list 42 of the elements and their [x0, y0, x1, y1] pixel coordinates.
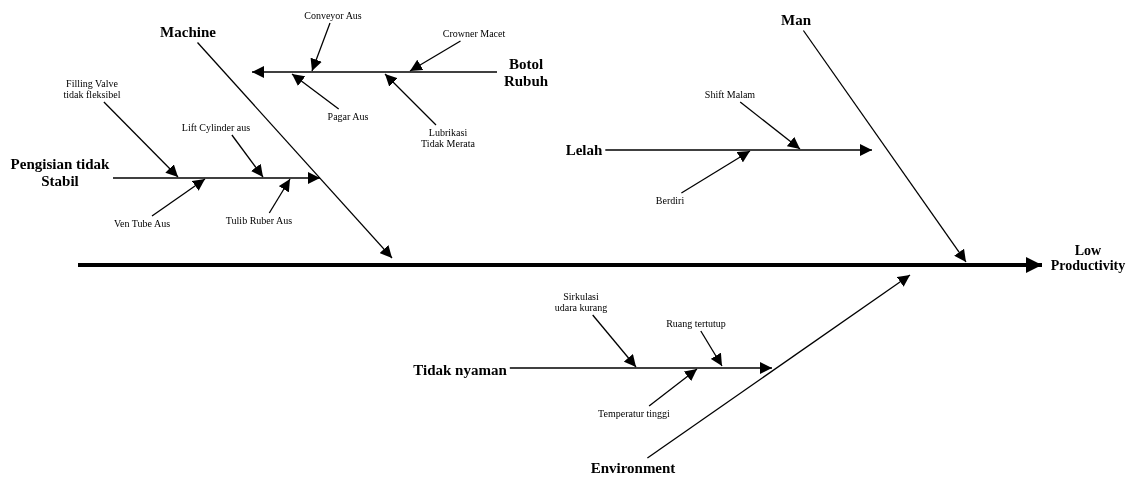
cause-label: Sirkulasi udara kurang	[551, 291, 611, 313]
cause-label: Shift Malam	[704, 89, 756, 100]
cause-label: Filling Valve tidak fleksibel	[56, 78, 128, 100]
cause-label: Ven Tube Aus	[113, 218, 171, 229]
arrow	[78, 257, 1042, 273]
cause-label: Temperatur tinggi	[598, 408, 670, 419]
arrow	[251, 66, 498, 78]
cause-label: Berdiri	[655, 195, 685, 206]
arrow	[384, 73, 437, 126]
category-label: Man	[781, 12, 811, 29]
cause-label: Conveyor Aus	[304, 10, 362, 21]
cause-label: Crowner Macet	[442, 28, 506, 39]
arrow	[802, 29, 967, 263]
arrow	[151, 178, 206, 217]
arrow	[112, 172, 321, 184]
category-label: Machine	[160, 24, 216, 41]
category-label: Environment	[590, 460, 676, 477]
arrow	[646, 274, 911, 459]
arrow	[310, 22, 331, 72]
arrow	[592, 314, 637, 368]
arrow	[739, 101, 801, 150]
arrow	[103, 101, 179, 178]
arrow	[700, 330, 723, 367]
cause-label: Ruang tertutup	[666, 318, 726, 329]
arrow	[291, 73, 340, 110]
cause-label: Lift Cylinder aus	[181, 122, 251, 133]
category-label: Botol Rubuh	[500, 56, 552, 89]
arrow	[409, 40, 462, 72]
cause-label: Pagar Aus	[327, 111, 369, 122]
arrow	[648, 368, 698, 407]
arrow	[680, 150, 751, 194]
cause-label: Tulib Ruber Aus	[225, 215, 293, 226]
arrow	[268, 178, 291, 214]
effect-label: Low Productivity	[1045, 243, 1126, 274]
category-label: Pengisian tidak Stabil	[10, 156, 110, 189]
arrow	[604, 144, 873, 156]
arrow	[509, 362, 773, 374]
arrow	[196, 41, 393, 259]
category-label: Lelah	[565, 142, 603, 159]
arrow	[231, 134, 264, 178]
category-label: Tidak nyaman	[413, 362, 507, 379]
cause-label: Lubrikasi Tidak Merata	[418, 127, 478, 149]
